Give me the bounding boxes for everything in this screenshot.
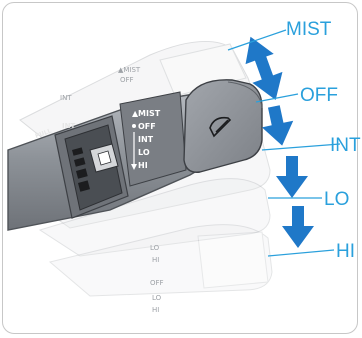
svg-text:LO: LO bbox=[150, 244, 160, 252]
svg-text:OFF: OFF bbox=[120, 76, 134, 84]
svg-text:HI: HI bbox=[152, 306, 159, 314]
down-arrow-int-lo-icon bbox=[276, 156, 308, 198]
stalk-label-off: OFF bbox=[138, 122, 156, 131]
svg-text:OFF: OFF bbox=[150, 279, 164, 287]
stalk-int-label: INT bbox=[62, 122, 75, 130]
stalk-label-mist: MIST bbox=[138, 109, 161, 118]
label-mist: MIST bbox=[286, 20, 331, 39]
label-hi: HI bbox=[336, 242, 355, 261]
svg-text:INT: INT bbox=[60, 94, 72, 102]
stalk-off-dot-icon bbox=[132, 124, 136, 128]
svg-text:▲MIST: ▲MIST bbox=[118, 66, 141, 74]
down-arrow-lo-hi-icon bbox=[282, 206, 314, 248]
leader-line-off bbox=[256, 94, 298, 102]
leader-line-hi bbox=[268, 250, 334, 256]
svg-text:LO: LO bbox=[152, 294, 162, 302]
down-arrow-off-int-icon bbox=[258, 103, 298, 149]
label-off: OFF bbox=[300, 86, 338, 105]
stalk-mist-arrow-icon: ▲ bbox=[132, 109, 139, 118]
stalk-label-lo: LO bbox=[138, 148, 150, 157]
label-int: INT bbox=[330, 136, 361, 155]
label-lo: LO bbox=[324, 190, 349, 209]
leader-line-int bbox=[262, 144, 340, 150]
svg-text:HI: HI bbox=[152, 256, 159, 264]
stalk-label-hi: HI bbox=[138, 161, 148, 170]
stalk-label-int: INT bbox=[138, 135, 154, 144]
